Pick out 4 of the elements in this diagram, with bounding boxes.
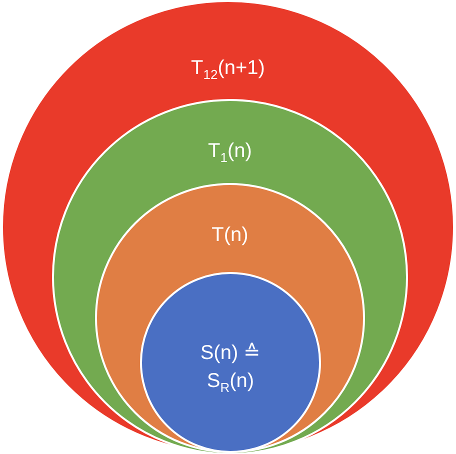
circle-label: T(n)	[212, 223, 248, 248]
circle-label: T$_{12}$(n+1)	[191, 56, 265, 82]
circle-label: T$_{1}$(n)	[208, 139, 252, 165]
circle-label: S(n) ≙ S$_{R}$(n)	[199, 341, 262, 395]
